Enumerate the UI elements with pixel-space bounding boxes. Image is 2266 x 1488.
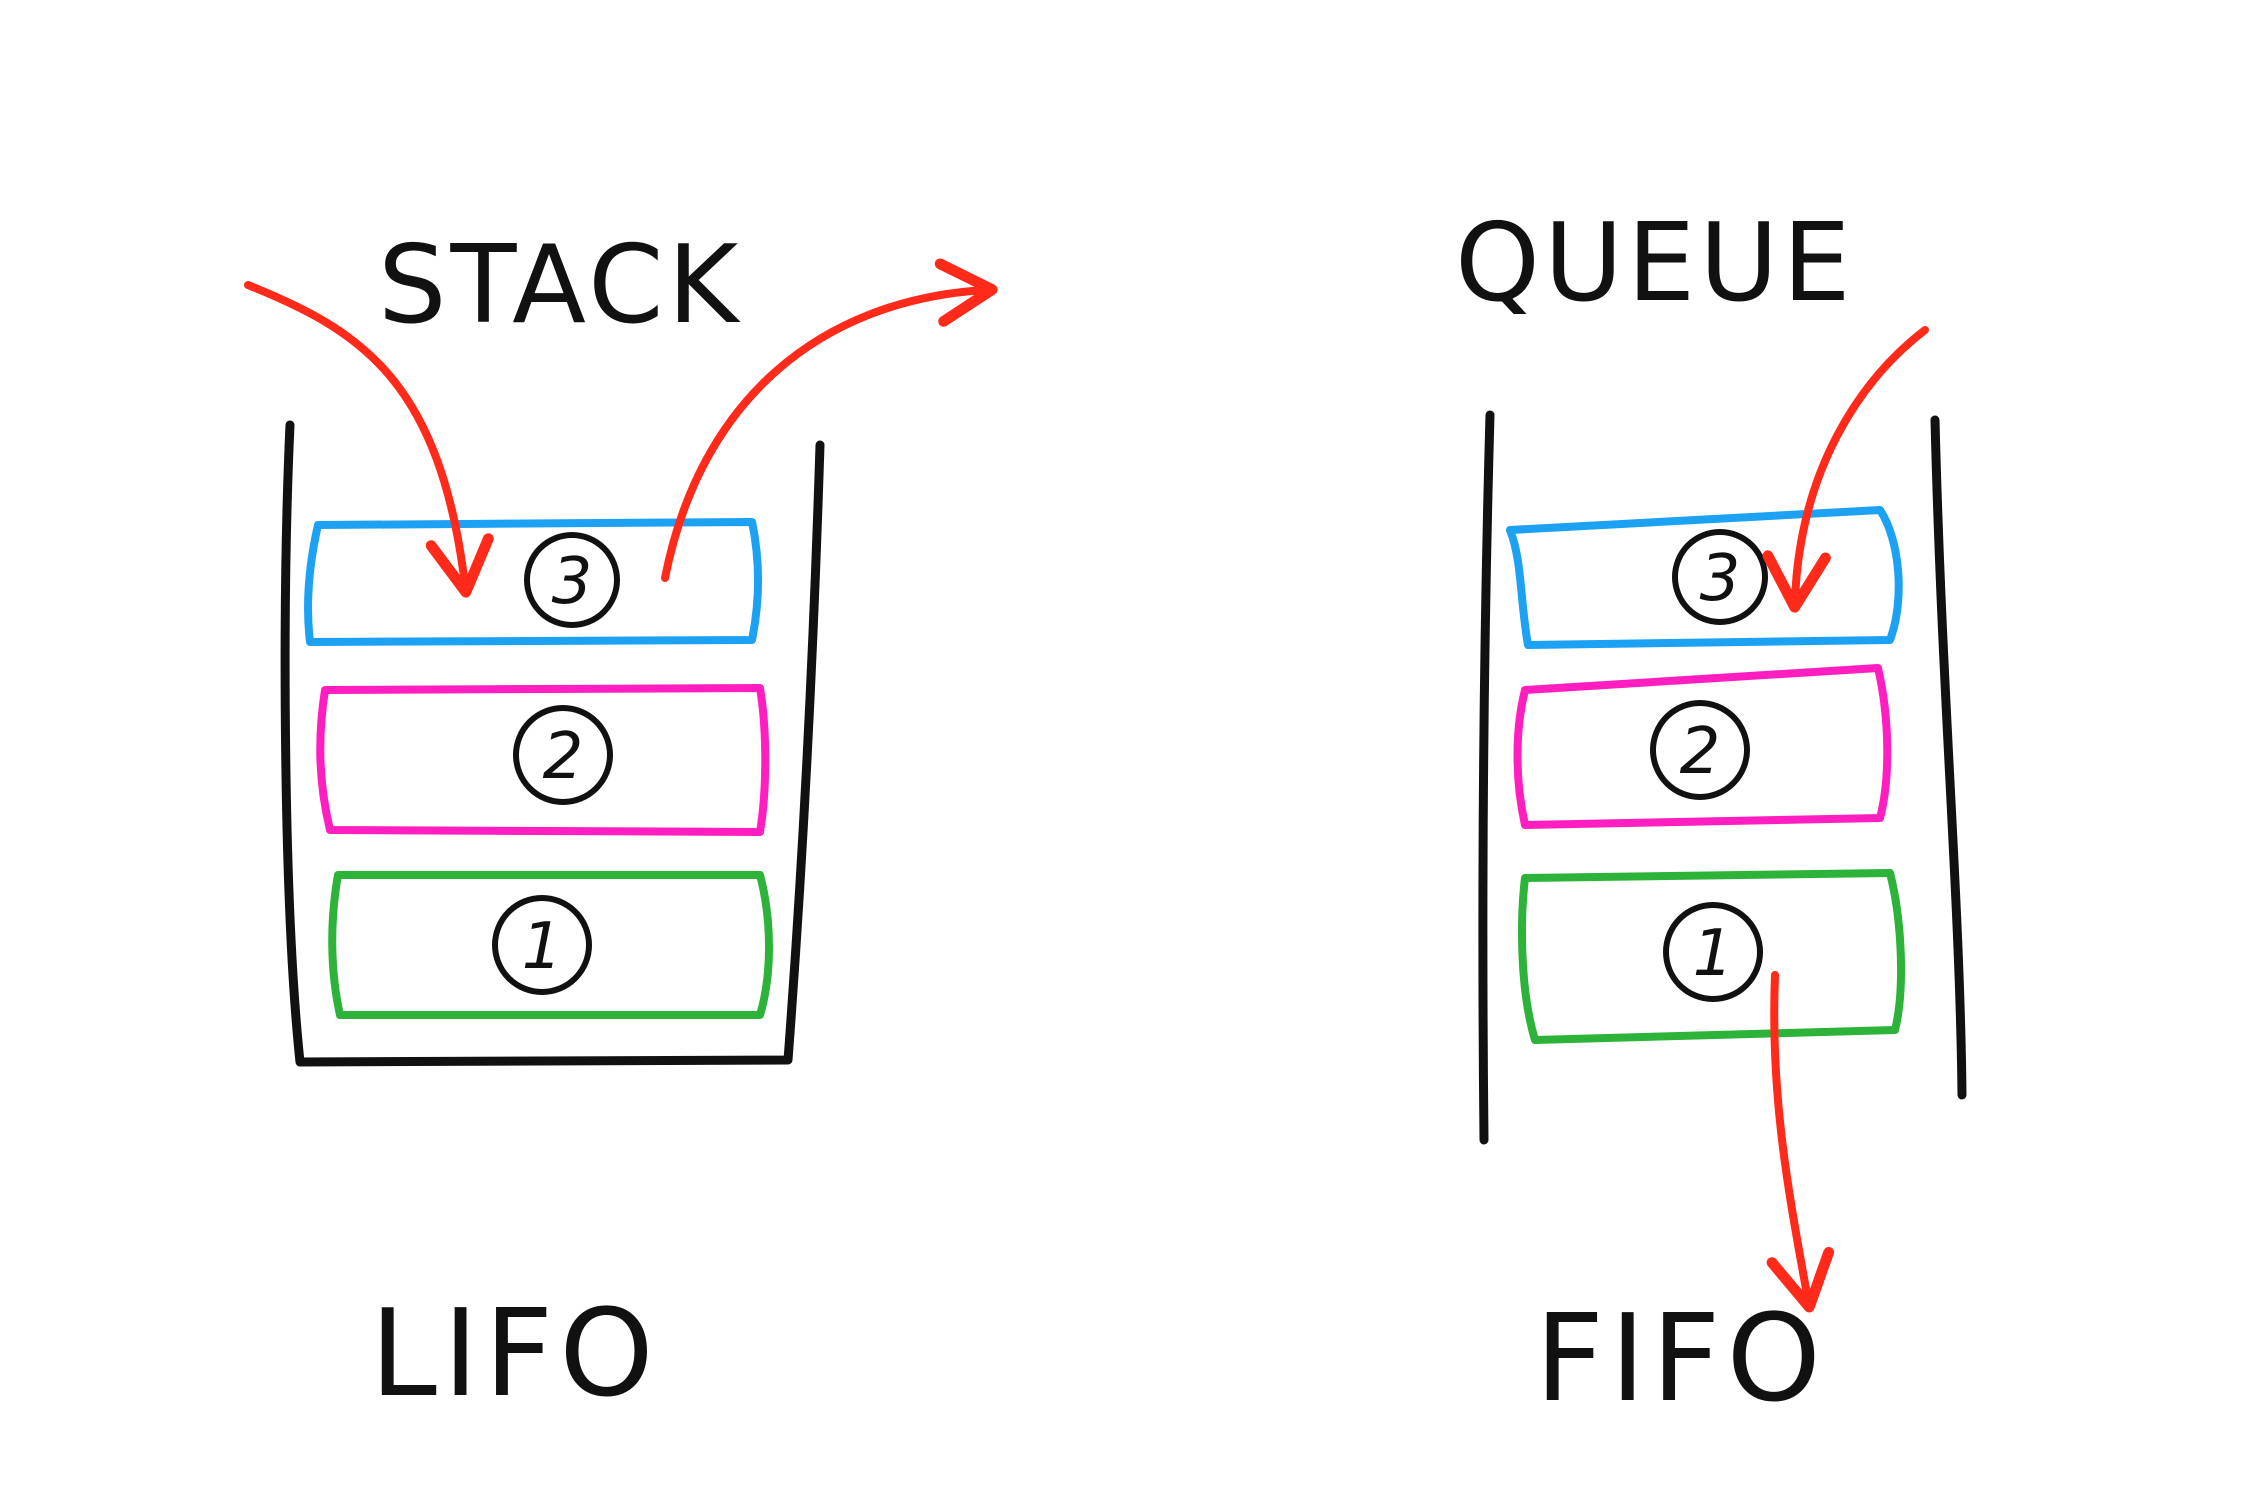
queue-item-3-box: [1506, 506, 1903, 649]
stack-title: STACK: [378, 223, 742, 348]
stack-item-1-box: [328, 871, 773, 1019]
queue-item-1-label: 1: [1693, 917, 1734, 991]
queue-left-wall: [1478, 410, 1495, 1145]
queue-item-2-box: [1513, 664, 1892, 829]
queue-right-wall: [1930, 415, 1967, 1100]
stack-item-3-box: [303, 518, 762, 646]
stack-group: STACK 3 2 1 LIFO: [244, 223, 998, 1424]
queue-caption: FIFO: [1535, 1290, 1827, 1429]
queue-item-1-circle: [1663, 902, 1763, 1002]
stack-item-1-label: 1: [522, 910, 563, 984]
stack-pop-arrow: [661, 258, 998, 582]
queue-title: QUEUE: [1455, 201, 1855, 326]
queue-item-2-label: 2: [1680, 715, 1721, 789]
queue-item-1-box: [1518, 869, 1905, 1044]
queue-enqueue-arrow: [1762, 326, 1929, 613]
queue-group: QUEUE 3 2 1 FIFO: [1455, 201, 1967, 1429]
stack-item-2-label: 2: [543, 720, 584, 794]
stack-item-1-circle: [492, 895, 592, 995]
stack-container: [280, 420, 825, 1067]
stack-caption: LIFO: [370, 1285, 660, 1424]
queue-dequeue-arrow: [1766, 971, 1835, 1313]
queue-item-3-label: 3: [1700, 542, 1741, 616]
stack-item-3-label: 3: [552, 545, 593, 619]
stack-push-arrow: [244, 281, 494, 598]
stack-item-3-circle: [524, 532, 620, 628]
stack-item-2-box: [316, 684, 770, 836]
stack-item-2-circle: [513, 705, 613, 805]
queue-item-2-circle: [1650, 700, 1750, 800]
